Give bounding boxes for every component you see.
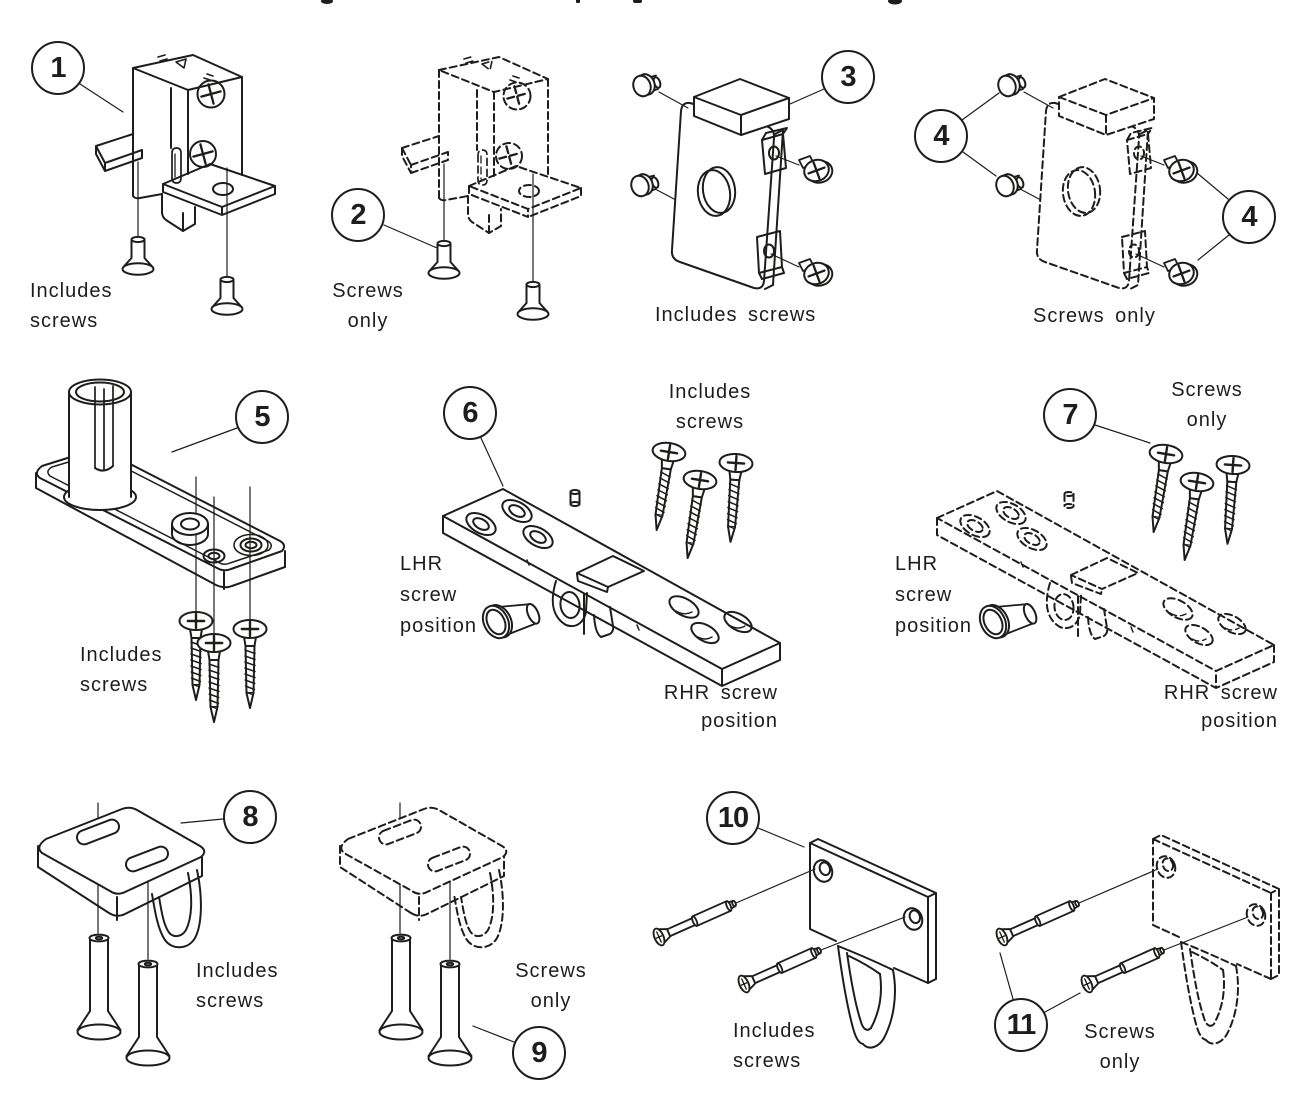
item-3-screw (797, 257, 837, 291)
item-5-screw (196, 632, 232, 724)
item-3-screw (627, 170, 661, 200)
caption-item-4: Screws only (1033, 305, 1156, 327)
item-4-plate-ghost (1035, 78, 1155, 290)
item-3-screw (629, 70, 663, 100)
item-3-screw (797, 154, 837, 188)
item-11-screw (1078, 940, 1169, 995)
balloon-item-6: 6 (443, 386, 497, 440)
item-8-screw (76, 933, 122, 1041)
balloon-item-1: 1 (31, 41, 85, 95)
item-1-screw (121, 235, 155, 276)
item-4-screw (994, 70, 1028, 100)
item-8-screw (125, 959, 171, 1067)
balloon-item-10: 10 (706, 791, 760, 845)
item-1-screw (210, 275, 244, 316)
item-5-pivot-base (35, 378, 286, 590)
item-7-screw (1136, 441, 1185, 536)
item-5-screw (178, 610, 214, 702)
balloon-item-4-right: 4 (1222, 190, 1276, 244)
item-3-plate (670, 78, 790, 290)
item-7-screw (1167, 469, 1216, 564)
item-6-screw (639, 439, 688, 534)
item-9-screw (427, 959, 473, 1067)
balloon-item-9: 9 (512, 1026, 566, 1080)
balloon-item-2: 2 (331, 188, 385, 242)
item-8-pivot-plate (37, 806, 206, 949)
item-9-pivot-plate-ghost (339, 806, 508, 949)
balloon-item-7: 7 (1043, 388, 1097, 442)
item-6-bushing (475, 591, 546, 646)
balloon-item-8: 8 (223, 790, 277, 844)
cropped-header-text-fragments (321, 0, 902, 5)
leader-and-axis-lines (79, 83, 1249, 1043)
balloon-item-5: 5 (235, 390, 289, 444)
item-10-wall-bracket (809, 838, 937, 1049)
item-1-bracket (94, 53, 277, 233)
balloon-item-3: 3 (821, 50, 875, 104)
item-4-screw (1162, 257, 1202, 291)
item-2-bracket-ghost (400, 55, 583, 235)
item-6-screw (712, 451, 755, 545)
item-9-screw (378, 933, 424, 1041)
item-4-screw (1162, 154, 1202, 188)
caption-item-3: Includes screws (655, 304, 817, 326)
item-6-screw (670, 467, 719, 562)
item-7-bushing (972, 591, 1043, 646)
item-7-pivot-bar-ghost (936, 490, 1275, 689)
item-7-screw (1209, 453, 1252, 547)
item-4-screw (992, 170, 1026, 200)
balloon-item-11: 11 (994, 998, 1048, 1052)
balloon-item-4-left: 4 (914, 109, 968, 163)
item-11-wall-bracket-ghost (1152, 834, 1280, 1045)
item-2-screw (516, 280, 550, 321)
item-5-screw (232, 618, 268, 710)
item-10-screw (650, 893, 741, 948)
item-10-screw (735, 940, 826, 995)
item-11-screw (993, 893, 1084, 948)
